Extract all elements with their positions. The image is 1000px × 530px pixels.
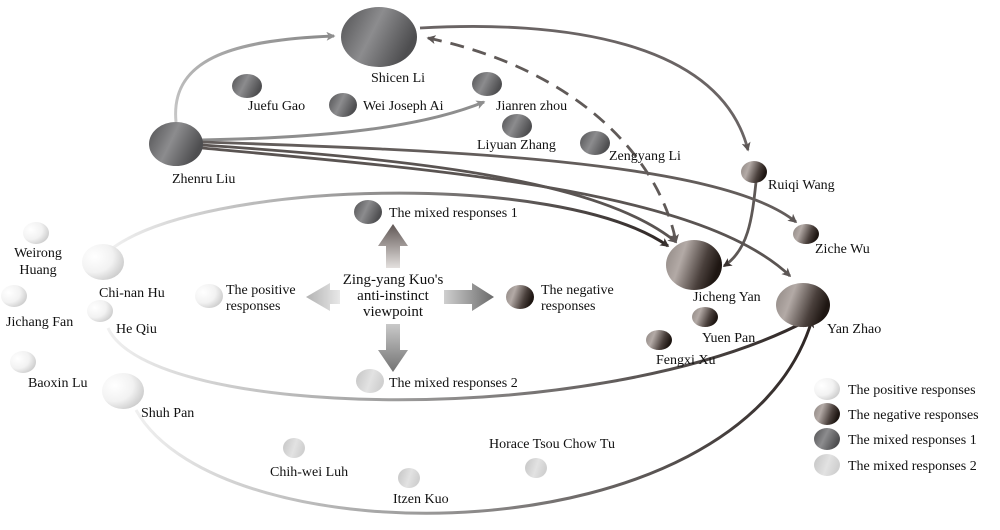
node-baoxin-lu[interactable]: Baoxin Lu	[10, 351, 88, 391]
axis-left-label-2: responses	[226, 299, 280, 314]
axis-right-node	[506, 285, 534, 309]
axis-down-label: The mixed responses 2	[389, 376, 518, 391]
axis-up-label: The mixed responses 1	[389, 206, 518, 221]
arc-jicheng-shicen-dashed	[426, 35, 679, 244]
node-shuh-pan[interactable]: Shuh Pan	[102, 373, 194, 421]
axis-left-node	[195, 284, 223, 308]
node-horace-tsou-chow-tu[interactable]: Horace Tsou Chow Tu	[489, 437, 615, 478]
legend: The positive responses The negative resp…	[814, 378, 979, 476]
arc-zhenru-to-shicen	[174, 31, 336, 123]
node-label: Yan Zhao	[827, 322, 881, 337]
node-ruiqi-wang[interactable]: Ruiqi Wang	[741, 161, 835, 193]
node-label: Shicen Li	[371, 71, 425, 86]
arc-shuhpan-to-yanzhao	[134, 318, 815, 515]
node-label: Shuh Pan	[141, 406, 194, 421]
node-label: Jicheng Yan	[693, 290, 761, 305]
node-jicheng-yan[interactable]: Jicheng Yan	[666, 240, 761, 305]
node-label: Juefu Gao	[248, 99, 305, 114]
node-label: Zhenru Liu	[172, 172, 235, 187]
node-label: Ziche Wu	[815, 242, 870, 257]
node-wei-joseph-ai[interactable]: Wei Joseph Ai	[329, 93, 444, 117]
node-label: Ruiqi Wang	[768, 178, 835, 193]
node-he-qiu[interactable]: He Qiu	[87, 300, 157, 337]
legend-item-mixed2: The mixed responses 2	[814, 454, 977, 476]
node-label: Yuen Pan	[702, 331, 755, 346]
node-label: Liyuan Zhang	[477, 138, 556, 153]
node-label: Fengxi Xu	[656, 353, 716, 368]
node-itzen-kuo[interactable]: Itzen Kuo	[393, 468, 449, 507]
legend-swatch-negative	[814, 403, 840, 425]
relation-arcs	[106, 25, 815, 515]
legend-label-negative: The negative responses	[848, 408, 979, 423]
node-label: Itzen Kuo	[393, 492, 449, 507]
node-label-2: Huang	[19, 263, 56, 278]
center-line-1: Zing-yang Kuo's	[343, 272, 444, 288]
legend-item-negative: The negative responses	[814, 403, 979, 425]
node-liyuan-zhang[interactable]: Liyuan Zhang	[477, 114, 556, 153]
node-label: Chih-wei Luh	[270, 465, 348, 480]
center-line-3: viewpoint	[363, 304, 424, 320]
legend-item-mixed1: The mixed responses 1	[814, 428, 977, 450]
person-nodes: Shicen Li Juefu Gao Wei Joseph Ai Jianre…	[1, 7, 881, 507]
node-label: Weirong	[14, 246, 62, 261]
node-label: Wei Joseph Ai	[363, 99, 444, 114]
arrow-left	[306, 283, 340, 311]
axis-down-node	[356, 369, 384, 393]
arrow-down	[378, 324, 408, 372]
legend-label-mixed1: The mixed responses 1	[848, 433, 977, 448]
node-label: Jianren zhou	[496, 99, 567, 114]
legend-label-positive: The positive responses	[848, 383, 976, 398]
arrow-up	[378, 224, 408, 268]
node-label: Zengyang Li	[609, 149, 681, 164]
node-chi-nan-hu[interactable]: Chi-nan Hu	[82, 244, 165, 301]
legend-swatch-mixed1	[814, 428, 840, 450]
node-label: Jichang Fan	[6, 315, 73, 330]
node-shicen-li[interactable]: Shicen Li	[341, 7, 425, 86]
center-line-2: anti-instinct	[357, 288, 429, 304]
axis-left-label-1: The positive	[226, 283, 296, 298]
arc-ruiqi-to-jicheng	[722, 181, 758, 268]
legend-swatch-mixed2	[814, 454, 840, 476]
legend-swatch-positive	[814, 378, 840, 400]
node-jianren-zhou[interactable]: Jianren zhou	[472, 72, 567, 114]
axis-right-label-2: responses	[541, 299, 595, 314]
node-yuen-pan[interactable]: Yuen Pan	[692, 307, 755, 346]
legend-label-mixed2: The mixed responses 2	[848, 459, 977, 474]
legend-item-positive: The positive responses	[814, 378, 976, 400]
node-label: Baoxin Lu	[28, 376, 88, 391]
node-chih-wei-luh[interactable]: Chih-wei Luh	[270, 438, 348, 480]
node-zengyang-li[interactable]: Zengyang Li	[580, 131, 681, 164]
arc-shicen-to-ruiqi	[419, 25, 751, 152]
arc-zhenru-to-jicheng-1	[201, 143, 678, 244]
axis-up-node	[354, 200, 382, 224]
node-zhenru-liu[interactable]: Zhenru Liu	[149, 122, 235, 187]
arc-heqiu-to-yanzhao	[106, 318, 810, 402]
node-jichang-fan[interactable]: Jichang Fan	[1, 285, 73, 330]
arrow-right	[444, 283, 494, 311]
node-yan-zhao[interactable]: Yan Zhao	[776, 283, 881, 337]
central-concept: Zing-yang Kuo's anti-instinct viewpoint …	[195, 200, 614, 393]
arc-zhenru-to-yanzhao	[201, 146, 792, 278]
node-weirong-huang[interactable]: Weirong Huang	[14, 222, 62, 278]
node-ziche-wu[interactable]: Ziche Wu	[793, 224, 870, 257]
node-juefu-gao[interactable]: Juefu Gao	[232, 74, 305, 114]
arc-zhenru-to-ziche	[201, 140, 798, 224]
node-label: Chi-nan Hu	[99, 286, 165, 301]
axis-right-label-1: The negative	[541, 283, 614, 298]
arc-chinan-to-jicheng	[109, 191, 670, 252]
node-label: He Qiu	[116, 322, 157, 337]
node-label: Horace Tsou Chow Tu	[489, 437, 615, 452]
node-fengxi-xu[interactable]: Fengxi Xu	[646, 330, 716, 368]
